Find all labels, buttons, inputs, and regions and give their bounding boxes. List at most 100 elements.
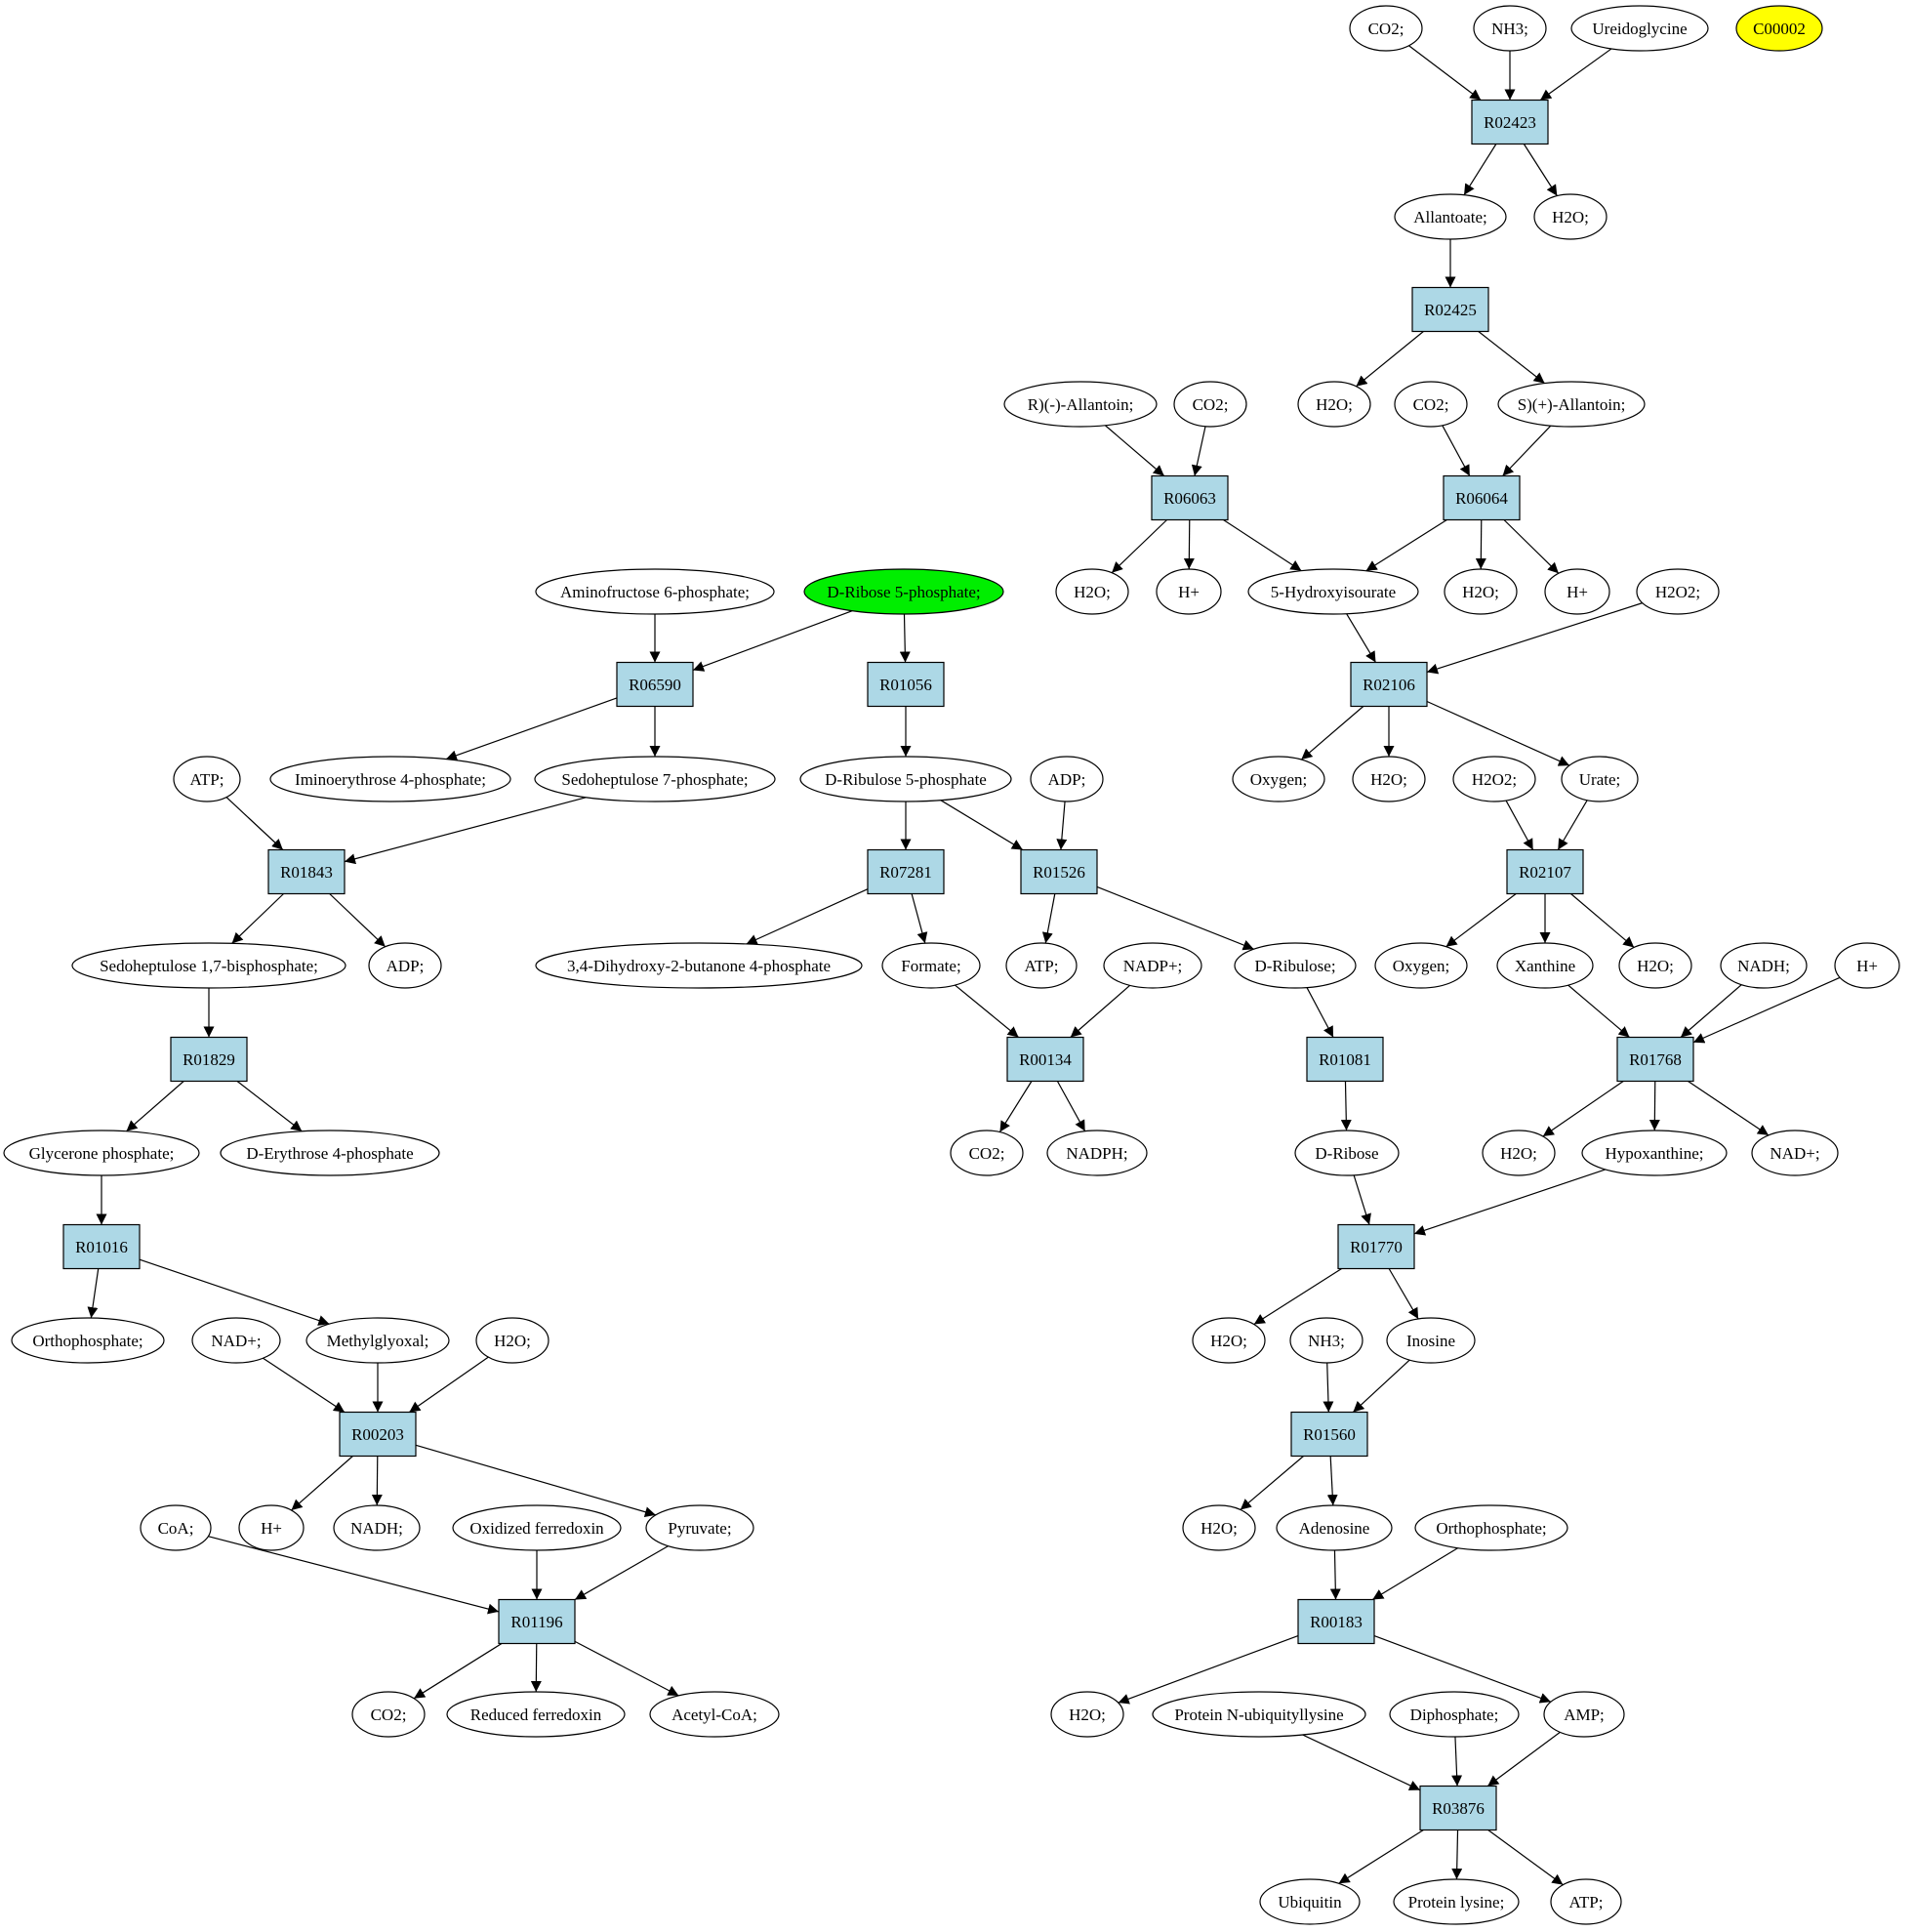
- compound-label: NADH;: [1737, 957, 1790, 975]
- reaction-node: R02107: [1506, 848, 1584, 895]
- compound-node: H+: [238, 1504, 305, 1551]
- compound-ellipse: [351, 1691, 426, 1738]
- compound-node: Hypoxanthine;: [1581, 1130, 1728, 1176]
- reaction-edge: [1111, 519, 1167, 574]
- compound-ellipse: [1570, 5, 1709, 52]
- compound-node: CO2;: [351, 1691, 426, 1738]
- compound-label: Methylglyoxal;: [327, 1332, 429, 1350]
- reaction-edge: [126, 1081, 184, 1132]
- compound-ellipse: [269, 756, 511, 802]
- compound-ellipse: [71, 942, 346, 989]
- reaction-box: [62, 1223, 141, 1270]
- reaction-edge: [1329, 1549, 1341, 1600]
- reaction-node: R00203: [339, 1411, 417, 1458]
- reaction-edge: [1463, 144, 1497, 196]
- reaction-edge: [1056, 1081, 1086, 1131]
- compound-label: Oxygen;: [1250, 770, 1308, 789]
- compound-ellipse: [1444, 568, 1518, 615]
- reaction-box: [1419, 1785, 1497, 1831]
- reaction-edge: [1445, 893, 1517, 948]
- reaction-edge: [1523, 144, 1558, 196]
- compound-ellipse: [191, 1317, 281, 1364]
- reaction-label: R01016: [75, 1238, 128, 1256]
- reaction-box: [1443, 474, 1521, 521]
- compound-label: Adenosine: [1299, 1519, 1370, 1538]
- compound-node: D-Ribulose 5-phosphate: [799, 756, 1012, 802]
- compound-node: H2O2;: [1636, 568, 1720, 615]
- reaction-edge: [1570, 893, 1635, 948]
- reaction-edge: [291, 1456, 353, 1511]
- reaction-box: [616, 661, 694, 708]
- reaction-edge: [1096, 885, 1254, 951]
- reaction-edge: [1253, 1267, 1342, 1326]
- compound-ellipse: [11, 1317, 165, 1364]
- compound-ellipse: [1055, 568, 1129, 615]
- compound-ellipse: [1834, 942, 1900, 989]
- reaction-label: R00183: [1310, 1613, 1363, 1631]
- reaction-label: R01196: [510, 1613, 562, 1631]
- reaction-node: R06063: [1151, 474, 1229, 521]
- reaction-edge: [409, 1356, 489, 1413]
- reaction-edge: [1353, 1174, 1371, 1225]
- compound-label: Ureidoglycine: [1592, 20, 1687, 38]
- compound-node: Allantoate;: [1394, 193, 1507, 240]
- compound-ellipse: [535, 942, 863, 989]
- reaction-edge: [1487, 1829, 1564, 1886]
- reaction-box: [1506, 848, 1584, 895]
- reaction-edge: [1451, 1736, 1463, 1787]
- compound-label: C00002: [1753, 20, 1806, 38]
- compound-label: H2O;: [1370, 770, 1407, 789]
- compound-ellipse: [1247, 568, 1419, 615]
- reaction-box: [867, 848, 945, 895]
- reaction-edge: [263, 1357, 346, 1414]
- reaction-edge: [998, 1081, 1033, 1132]
- reaction-node: R02425: [1411, 286, 1489, 333]
- compound-label: Pyruvate;: [668, 1519, 731, 1538]
- compound-label: NADPH;: [1066, 1144, 1127, 1163]
- compound-label: Protein lysine;: [1408, 1893, 1505, 1911]
- compound-ellipse: [1561, 756, 1639, 802]
- compound-label: ATP;: [190, 770, 224, 789]
- compound-label: CoA;: [158, 1519, 194, 1538]
- reaction-box: [339, 1411, 417, 1458]
- reaction-edge: [1478, 331, 1545, 385]
- reaction-node: R01196: [498, 1598, 576, 1645]
- reaction-edge: [530, 1643, 542, 1693]
- compound-label: Hypoxanthine;: [1605, 1144, 1703, 1163]
- compound-ellipse: [1394, 381, 1468, 428]
- compound-node: H2O;: [1618, 942, 1692, 989]
- compound-node: Ureidoglycine: [1570, 5, 1709, 52]
- compound-node: Protein lysine;: [1393, 1878, 1520, 1925]
- compound-label: H+: [261, 1519, 282, 1538]
- compound-label: CO2;: [1413, 395, 1449, 414]
- reaction-edge: [1680, 984, 1742, 1038]
- reaction-node: R00183: [1297, 1598, 1375, 1645]
- compound-label: Ubiquitin: [1278, 1893, 1342, 1911]
- reaction-edge: [1413, 1169, 1607, 1236]
- reaction-node: R03876: [1419, 1785, 1497, 1831]
- reaction-edge: [87, 1268, 100, 1319]
- compound-label: ATP;: [1569, 1893, 1604, 1911]
- compound-node: D-Ribose: [1294, 1130, 1400, 1176]
- compound-label: Orthophosphate;: [32, 1332, 142, 1350]
- compound-label: S)(+)-Allantoin;: [1518, 395, 1626, 414]
- reaction-edge: [1426, 700, 1570, 766]
- compound-label: H+: [1567, 583, 1588, 601]
- compound-node: Aminofructose 6-phosphate;: [535, 568, 775, 615]
- compound-node: ADP;: [368, 942, 442, 989]
- compound-ellipse: [3, 1130, 200, 1176]
- reaction-box: [170, 1036, 248, 1083]
- compound-label: H2O;: [1201, 1519, 1238, 1538]
- compound-ellipse: [1003, 381, 1158, 428]
- compound-ellipse: [535, 568, 775, 615]
- compound-node: H2O;: [1352, 756, 1426, 802]
- reaction-label: R06064: [1455, 489, 1508, 508]
- compound-ellipse: [1374, 942, 1468, 989]
- reaction-node: R01560: [1290, 1411, 1368, 1458]
- compound-node: S)(+)-Allantoin;: [1497, 381, 1646, 428]
- compound-ellipse: [1297, 381, 1371, 428]
- reaction-edge: [208, 1536, 500, 1615]
- compound-label: D-Ribose: [1315, 1144, 1378, 1163]
- reaction-box: [1306, 1036, 1384, 1083]
